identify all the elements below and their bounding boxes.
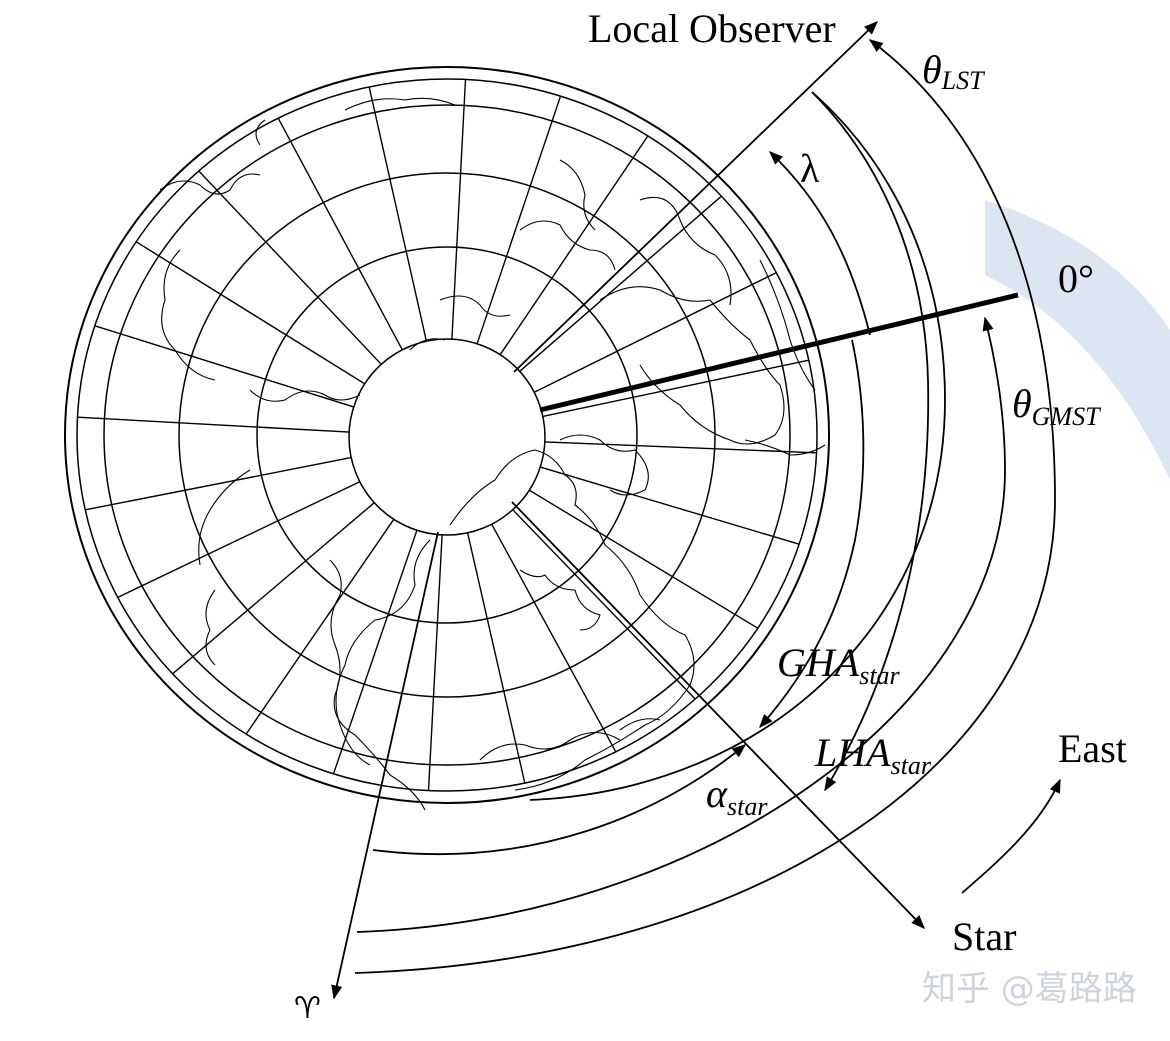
meridian-line [427,534,443,791]
meridian-line [117,481,361,599]
meridian-line [135,241,366,385]
angle-arcs [354,39,1061,974]
aries-symbol: ♈ [294,991,321,1026]
meridian-line [519,195,722,372]
meridian-line [245,518,395,735]
meridian-line [94,325,354,408]
star-line [511,501,925,930]
east-arrow [961,778,1061,894]
gha-star-label: GHAstar [777,640,901,690]
globe [64,66,830,804]
meridian-line [368,86,428,342]
zero-degree-label: 0° [1058,256,1094,301]
meridian-line [451,79,467,340]
meridian-line [491,523,617,753]
meridian-line [85,456,352,511]
meridian-line [277,117,403,351]
labels: Local Observer θLST λ 0° θGMST GHAstar L… [294,6,1137,1026]
aries-line [331,531,439,1000]
gha-star-arc [759,339,865,729]
meridian-line [512,509,696,700]
watermark-text: 知乎 @葛路路 [922,969,1137,1009]
theta-lst-arc [354,39,1056,974]
theta-lst-label: θLST [922,47,985,95]
meridian-line [476,95,562,344]
meridian-line [198,170,382,365]
local-observer-label: Local Observer [588,6,836,51]
meridian-line [540,466,800,545]
coastlines [159,97,826,811]
meridian-line [544,441,817,454]
globe-outer-rim [64,66,830,804]
meridian-line [528,489,759,629]
globe-inner-rim [76,78,818,792]
meridian-line [332,530,418,775]
meridian-line [542,359,809,418]
meridian-line [533,271,777,393]
lambda-label: λ [800,146,820,191]
meridian-lines [77,79,817,791]
lha-star-arc [811,91,930,792]
alpha-star-arc [372,744,747,856]
watermark-arc [985,200,1170,480]
local-observer-line [513,21,879,373]
meridian-line [499,135,649,356]
meridian-line [77,416,350,433]
lambda-arc [768,151,871,336]
theta-gmst-arc [356,316,1006,933]
latitude-circles [103,104,791,766]
meridian-line [466,532,526,784]
theta-gmst-label: θGMST [1012,381,1101,431]
zero-degree-line [539,292,1019,413]
east-label: East [1058,726,1127,771]
reference-arc-1 [529,91,946,801]
lha-star-label: LHAstar [814,730,932,780]
meridian-line [172,502,375,675]
alpha-star-label: αstar [706,771,768,821]
polar-circle [348,338,546,536]
star-label: Star [952,914,1016,959]
